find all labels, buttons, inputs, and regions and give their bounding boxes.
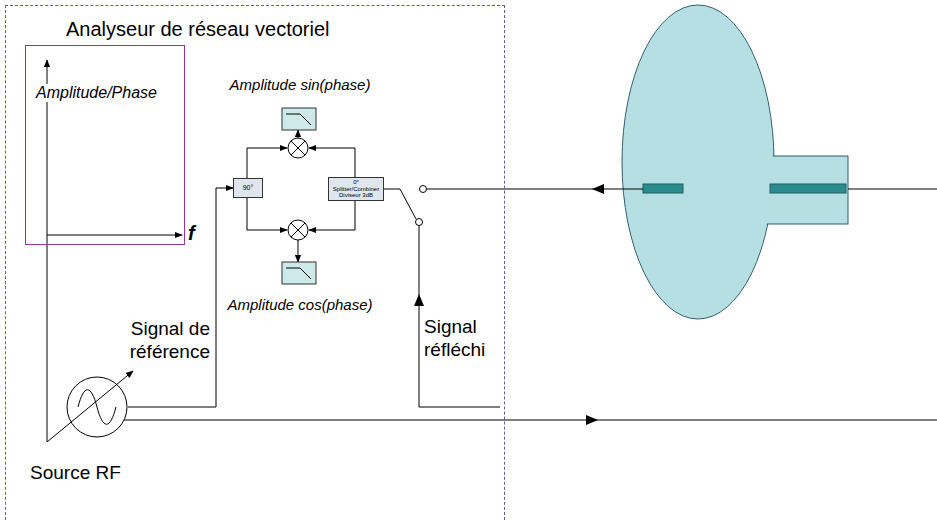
axis-line	[47, 60, 48, 442]
tuning-arrow	[47, 371, 133, 442]
block-text: 0° Splitter/Combiner Diviseur 3dB	[331, 179, 381, 199]
signal-label: Amplitude cos(phase)	[227, 296, 372, 313]
mixer-cross	[291, 223, 305, 237]
wire-arrow	[414, 294, 424, 306]
antenna	[770, 184, 846, 193]
splitter-box: 0° Splitter/Combiner Diviseur 3dB	[328, 177, 384, 201]
lowpass-filter	[282, 262, 316, 284]
mixer-cross	[291, 223, 305, 237]
cavity-body	[640, 156, 848, 224]
filter-box	[282, 262, 316, 284]
frame-title: Analyseur de réseau vectoriel	[66, 18, 329, 41]
mixer-output	[298, 240, 299, 262]
filter-curve	[286, 114, 311, 125]
source-circle	[67, 377, 127, 437]
wire-arrow	[586, 415, 598, 425]
mixer-input	[247, 148, 287, 178]
signal-label: Amplitude sin(phase)	[230, 76, 371, 93]
sine-wave	[78, 390, 116, 425]
mixer-circle	[288, 220, 308, 240]
signal-label: Signal de référence	[100, 318, 210, 364]
filter-box	[282, 108, 316, 130]
mixer-input	[247, 198, 287, 230]
source-label: Source RF	[30, 462, 121, 484]
display-screen: Amplitude/Phase	[25, 45, 185, 245]
mixer-cross	[291, 141, 305, 155]
signal-connector	[128, 188, 233, 407]
lowpass-filter	[282, 108, 316, 130]
antenna	[643, 184, 683, 193]
probe-wire	[427, 189, 643, 190]
axis-line	[47, 235, 182, 236]
mixer-circle	[288, 138, 308, 158]
cavity	[622, 5, 848, 319]
mixer-output	[298, 130, 299, 138]
axis-label: f	[188, 222, 195, 245]
switch-contact	[416, 219, 423, 226]
filter-curve	[286, 268, 311, 279]
feed-wire	[124, 420, 937, 421]
block-text: 90°	[243, 184, 254, 192]
screen-title: Amplitude/Phase	[34, 84, 159, 102]
cavity-fill	[641, 157, 847, 223]
phase-shifter-box: 90°	[233, 178, 263, 198]
mixer-input	[309, 201, 355, 230]
mixer-cross	[291, 141, 305, 155]
wire-arrow	[592, 184, 604, 194]
mixer-symbol	[288, 220, 308, 240]
switch-contact	[420, 186, 427, 193]
source-symbol	[66, 376, 128, 438]
connector-layer	[128, 188, 233, 407]
rf-source: Source RF	[66, 376, 128, 438]
mixer-input	[309, 148, 355, 177]
switch-blade	[384, 189, 416, 219]
probe-wire	[848, 189, 937, 190]
mixer-symbol	[288, 138, 308, 158]
signal-label: Signal réfléchi	[424, 316, 502, 362]
